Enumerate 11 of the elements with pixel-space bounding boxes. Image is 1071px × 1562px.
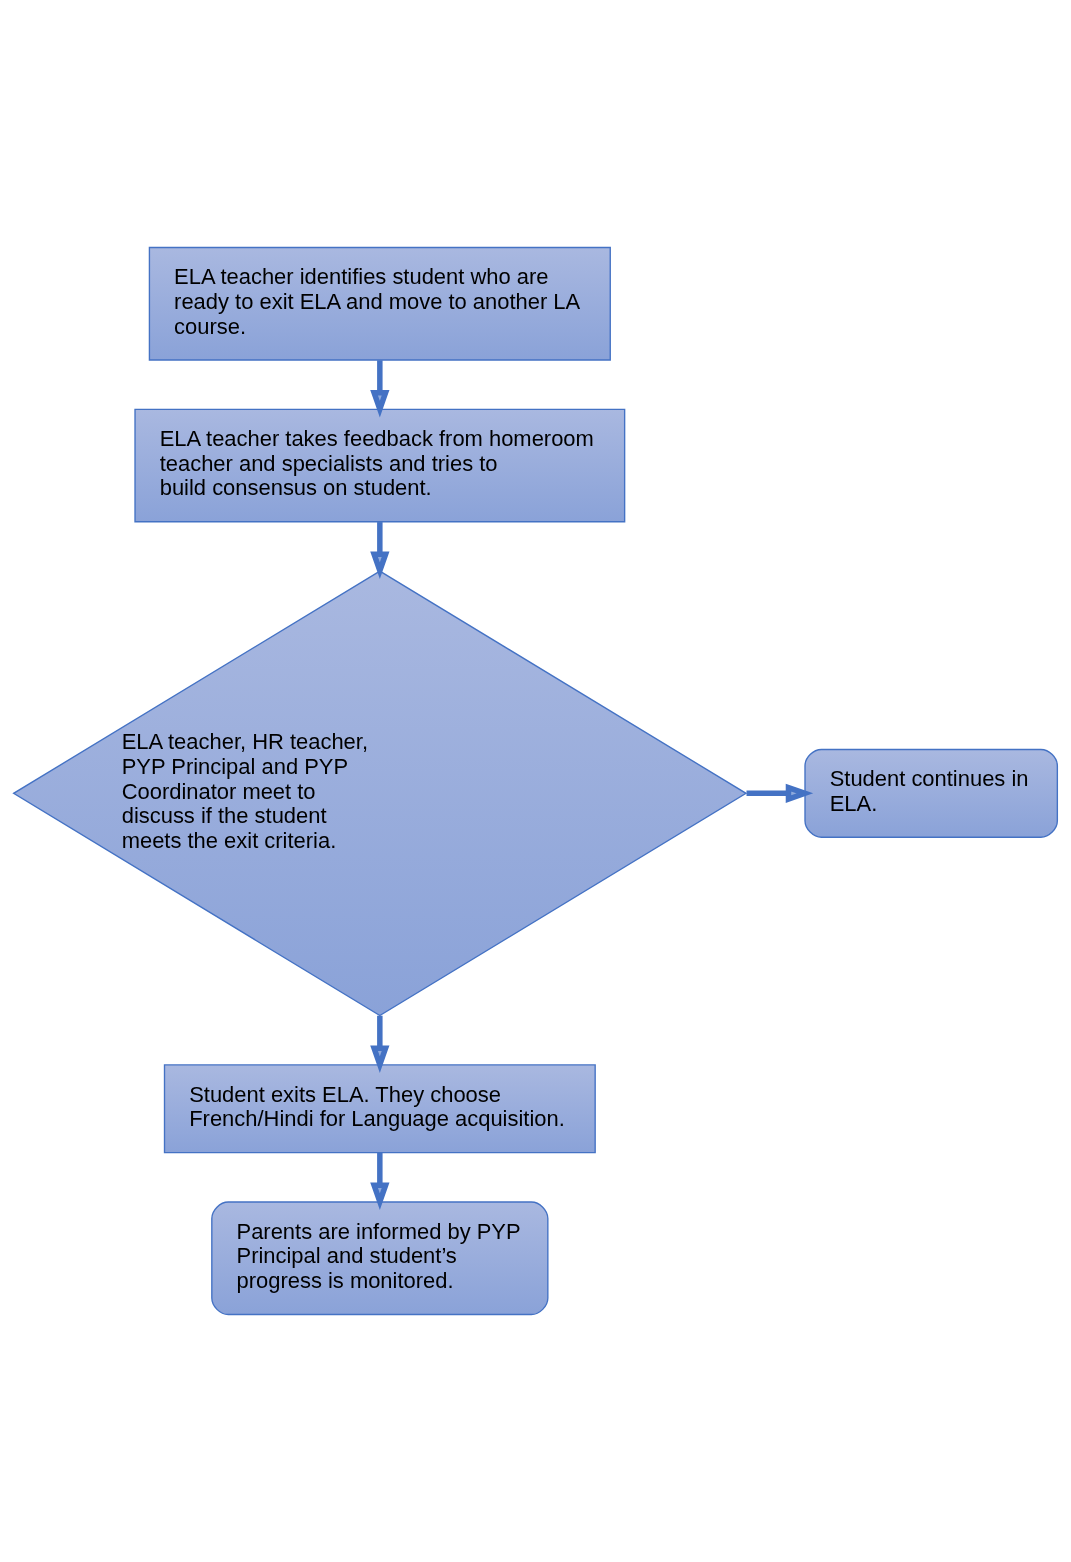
- arrow: [370, 1153, 390, 1211]
- node-box: Student exits ELA. They choose French/Hindi for Language acquisition.: [163, 1064, 596, 1154]
- arrow: [370, 522, 390, 580]
- arrow: [370, 360, 390, 418]
- node-diamond: ELA teacher, HR teacher, PYP Principal and PYP Coordinator meet to discuss if the student meets the exit criteria.: [12, 570, 748, 1017]
- arrow: [746, 783, 814, 803]
- node-box: ELA teacher identifies student who are ready to exit ELA and move to another LA course.: [148, 246, 611, 361]
- node-box: ELA teacher takes feedback from homeroom teacher and specialists and tries to build consensus on student.: [134, 408, 626, 523]
- arrow: [370, 1015, 390, 1073]
- node-box: Parents are informed by PYP Principal and student’s progress is monitored.: [211, 1201, 549, 1316]
- node-box: Student continues in ELA.: [804, 748, 1059, 838]
